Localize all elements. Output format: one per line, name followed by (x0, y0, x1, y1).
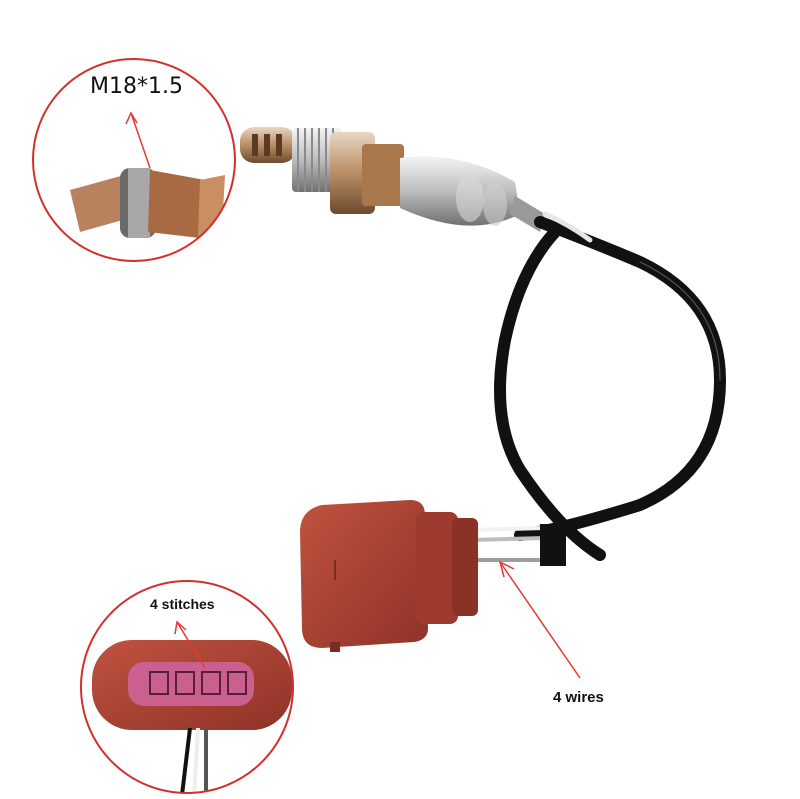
oxygen-sensor-icon (240, 127, 545, 232)
arrow-icon (130, 112, 151, 169)
connector-plug-icon (300, 500, 478, 652)
thread-spec-label: M18*1.5 (90, 74, 183, 99)
thread-callout (32, 58, 236, 262)
connector-pins-label: 4 stitches (150, 596, 215, 612)
connector-callout (80, 580, 294, 794)
cable-icon (468, 211, 727, 566)
wire-count-label: 4 wires (553, 689, 604, 706)
wires-arrow (498, 560, 581, 679)
arrow-icon (176, 621, 206, 669)
